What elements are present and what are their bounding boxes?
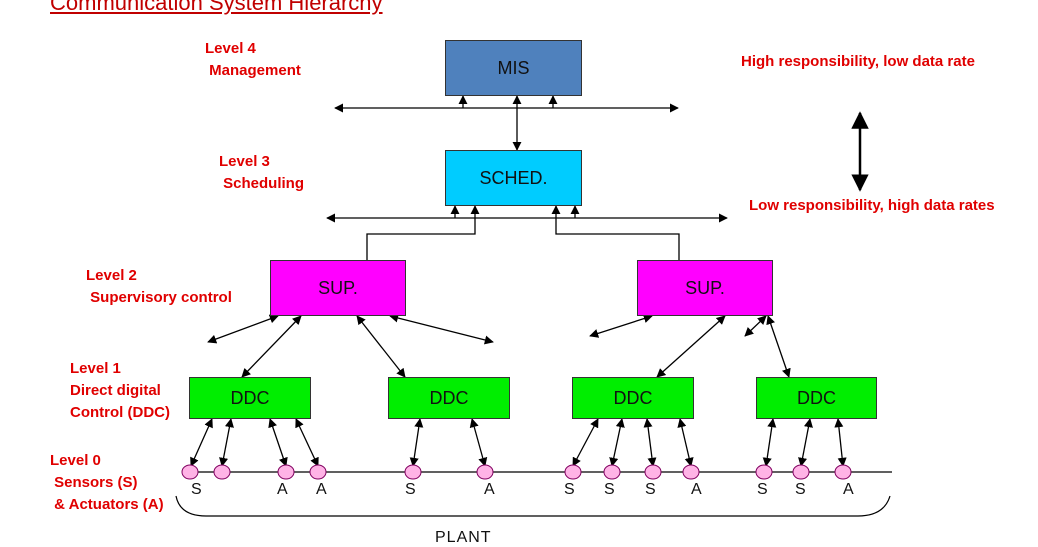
device-node (476, 464, 494, 480)
ddc-device-arrow (295, 418, 319, 467)
device-label: S (795, 481, 806, 498)
device-label: S (405, 481, 416, 498)
device-label: A (277, 481, 288, 498)
device-node (682, 464, 700, 480)
device-label: A (843, 481, 854, 498)
high-responsibility-note: High responsibility, low data rate (741, 53, 975, 70)
level-3-label: Level 3 Scheduling (219, 153, 305, 192)
sup-ddc-arrow (656, 315, 726, 378)
sched-sup-left-path (362, 205, 480, 269)
device-label: A (316, 481, 327, 498)
device-label: S (191, 481, 202, 498)
plant-brace (175, 495, 891, 517)
ddc-box-4: DDC (756, 377, 877, 419)
sup-bus-arrow (744, 315, 767, 337)
device-label: S (757, 481, 768, 498)
device-label: S (564, 481, 575, 498)
device-label: S (604, 481, 615, 498)
device-node (181, 464, 199, 480)
device-node (644, 464, 662, 480)
ddc-device-arrow (219, 418, 234, 467)
sup-bus-arrow (589, 314, 653, 338)
device-node (603, 464, 621, 480)
ddc-box-2: DDC (388, 377, 510, 419)
low-responsibility-note: Low responsibility, high data rates (749, 197, 995, 214)
ddc-device-arrow (190, 418, 213, 467)
level-2-label: Level 2 Supervisory control (86, 267, 232, 306)
ddc-box-1: DDC (189, 377, 311, 419)
sched-box: SCHED. (445, 150, 582, 206)
ddc-device-arrow (834, 418, 847, 467)
level-1-label: Level 1 Direct digital Control (DDC) (70, 360, 170, 421)
device-node (309, 464, 327, 480)
ddc-device-arrow (762, 418, 777, 467)
sup-ddc-arrow (766, 315, 791, 378)
connector-lines (175, 95, 892, 517)
sup-bus-arrow (207, 314, 279, 344)
mis-box: MIS (445, 40, 582, 96)
sup-ddc-arrow (241, 315, 302, 378)
sup-left-box: SUP. (270, 260, 406, 316)
ddc-device-arrow (798, 418, 813, 467)
device-label: A (691, 481, 702, 498)
device-label: A (484, 481, 495, 498)
sup-ddc-arrow (356, 315, 406, 378)
level-0-label: Level 0 Sensors (S) & Actuators (A) (50, 452, 164, 513)
device-node (213, 464, 231, 480)
sched-sup-right-path (551, 205, 684, 269)
plant-label: PLANT (435, 529, 492, 546)
ddc-device-arrow (609, 418, 625, 467)
device-label: S (645, 481, 656, 498)
sup-bus-arrow (389, 313, 494, 345)
device-node (755, 464, 773, 480)
ddc-device-arrow (469, 418, 488, 467)
ddc-box-3: DDC (572, 377, 694, 419)
level-4-label: Level 4 Management (205, 40, 301, 79)
diagram-title: Communication System Hierarchy (50, 0, 383, 15)
device-node (792, 464, 810, 480)
device-node (834, 464, 852, 480)
sup-right-box: SUP. (637, 260, 773, 316)
device-node (277, 464, 295, 480)
ddc-device-arrow (643, 418, 657, 467)
ddc-device-arrow (677, 418, 694, 467)
ddc-device-arrow (572, 418, 599, 467)
device-node (564, 464, 582, 480)
device-node (404, 464, 422, 480)
ddc-device-arrow (268, 418, 288, 467)
ddc-device-arrow (409, 418, 424, 467)
